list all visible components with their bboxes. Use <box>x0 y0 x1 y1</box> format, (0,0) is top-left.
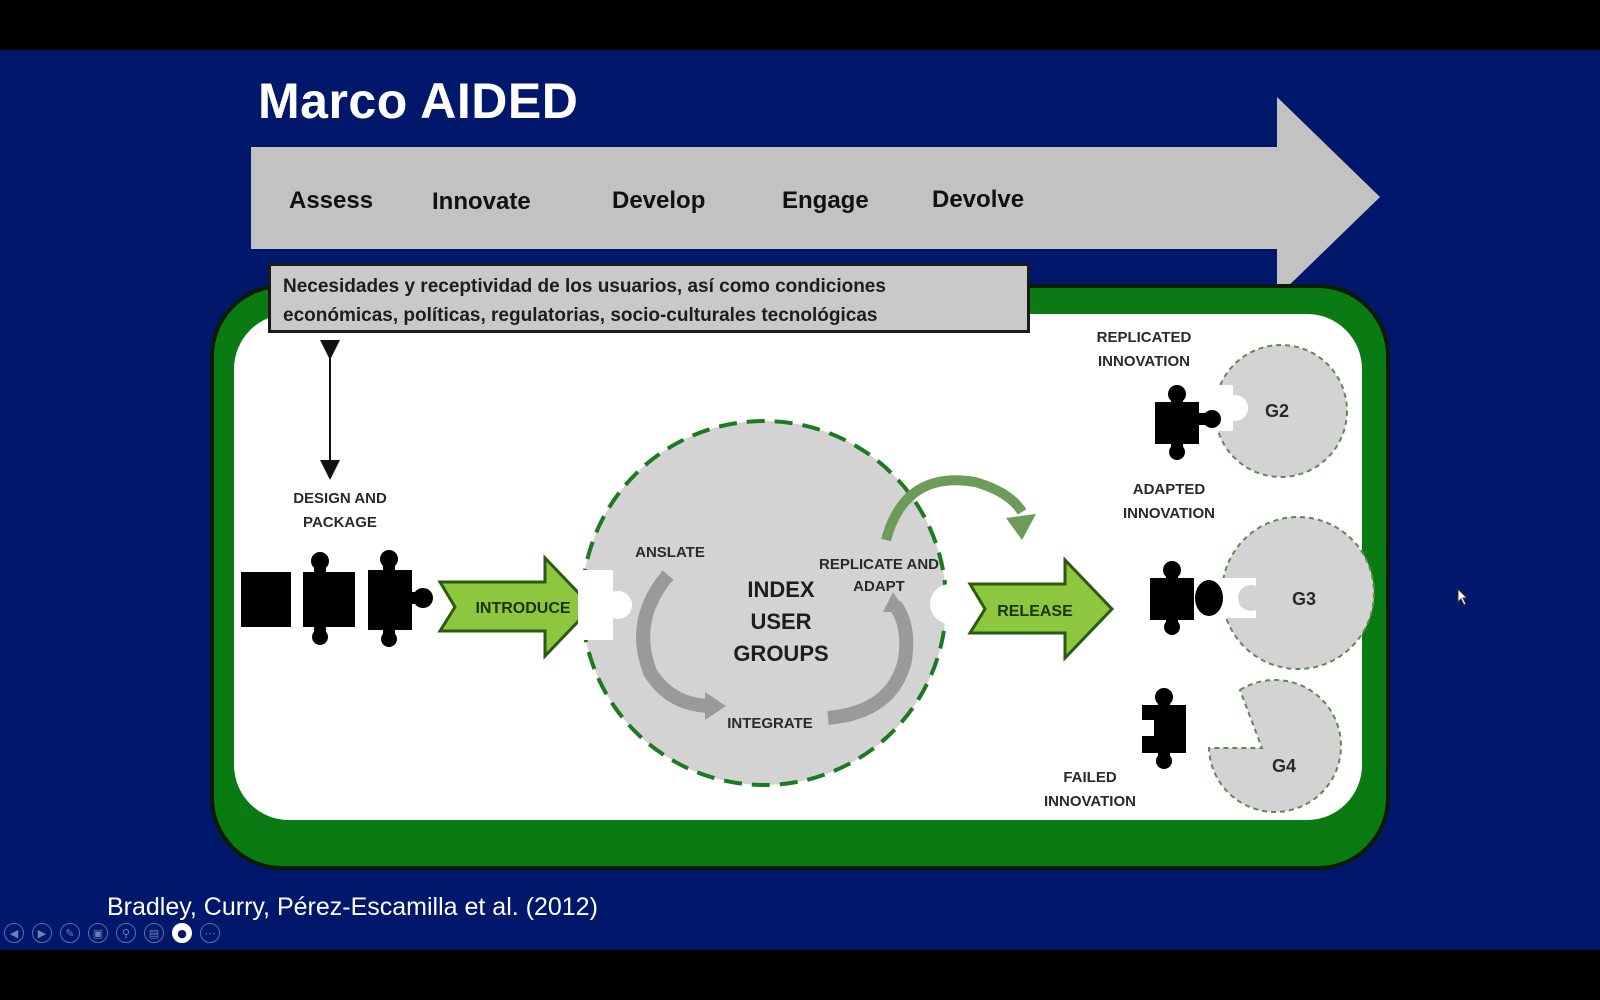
circle-notch-right <box>930 584 970 624</box>
presentation-controls: ◀ ▶ ✎ ▣ ⚲ ▤ ● ⋯ <box>4 923 220 945</box>
phase-arrow <box>251 97 1380 297</box>
replicated-label-line2: INNOVATION <box>1098 353 1190 370</box>
index-label-line3: GROUPS <box>733 641 828 666</box>
phase-assess: Assess <box>289 187 373 214</box>
replicate-label-line2: ADAPT <box>853 578 905 595</box>
design-label-line2: PACKAGE <box>303 514 377 531</box>
phase-innovate: Innovate <box>432 188 531 215</box>
slides-icon[interactable]: ▣ <box>88 923 108 943</box>
introduce-label: INTRODUCE <box>475 600 570 617</box>
curved-arrowhead <box>1006 514 1036 540</box>
design-label-line1: DESIGN AND <box>293 490 387 507</box>
g3-label: G3 <box>1292 589 1316 609</box>
more-icon[interactable]: ⋯ <box>200 923 220 943</box>
g2-label: G2 <box>1265 401 1289 421</box>
square-piece <box>241 572 291 627</box>
mouse-cursor-icon <box>1457 588 1469 606</box>
prev-icon[interactable]: ◀ <box>4 923 24 943</box>
curved-arrow <box>881 475 1027 542</box>
needs-line2: económicas, políticas, regulatorias, soc… <box>283 305 878 326</box>
translate-label: ANSLATE <box>635 544 705 561</box>
needs-box: Necesidades y receptividad de los usuari… <box>268 263 1030 333</box>
puzzle-piece-g2-icon <box>1155 385 1221 460</box>
g4-circle <box>1207 679 1342 813</box>
introduce-arrow[interactable] <box>437 554 595 660</box>
g4-label: G4 <box>1272 756 1296 776</box>
release-label: RELEASE <box>997 603 1073 620</box>
puzzle-piece-icon-2 <box>368 550 433 647</box>
adapted-label-line2: INNOVATION <box>1123 505 1215 522</box>
puzzle-piece-g4-icon <box>1142 688 1186 769</box>
integrate-label: INTEGRATE <box>727 715 813 732</box>
phase-engage: Engage <box>782 187 869 214</box>
cycle-arrowhead-2 <box>883 592 906 612</box>
index-label-line2: USER <box>750 609 811 634</box>
cycle-arrow-1 <box>636 570 711 713</box>
subtitles-icon[interactable]: ▤ <box>144 923 164 943</box>
puzzle-piece-icon <box>303 552 355 645</box>
circle-notch-left <box>578 570 632 640</box>
index-label-line1: INDEX <box>747 577 815 602</box>
zoom-icon[interactable]: ⚲ <box>116 923 136 943</box>
slide-title: Marco AIDED <box>258 73 579 129</box>
camera-icon[interactable]: ● <box>172 923 192 943</box>
phase-develop: Develop <box>612 187 705 214</box>
failed-label-line2: INNOVATION <box>1044 793 1136 810</box>
phase-devolve: Devolve <box>932 186 1024 213</box>
next-icon[interactable]: ▶ <box>32 923 52 943</box>
failed-label-line1: FAILED <box>1063 769 1117 786</box>
release-arrow[interactable] <box>967 556 1115 662</box>
adapted-label-line1: ADAPTED <box>1133 481 1206 498</box>
replicate-label-line1: REPLICATE AND <box>819 556 939 573</box>
needs-line1: Necesidades y receptividad de los usuari… <box>283 276 886 297</box>
citation: Bradley, Curry, Pérez-Escamilla et al. (… <box>107 893 598 921</box>
replicated-label-line1: REPLICATED <box>1097 329 1192 346</box>
puzzle-piece-g3-icon <box>1150 561 1223 635</box>
pen-icon[interactable]: ✎ <box>60 923 80 943</box>
cycle-arrowhead-1 <box>705 692 726 720</box>
cycle-arrow-2 <box>827 600 914 725</box>
